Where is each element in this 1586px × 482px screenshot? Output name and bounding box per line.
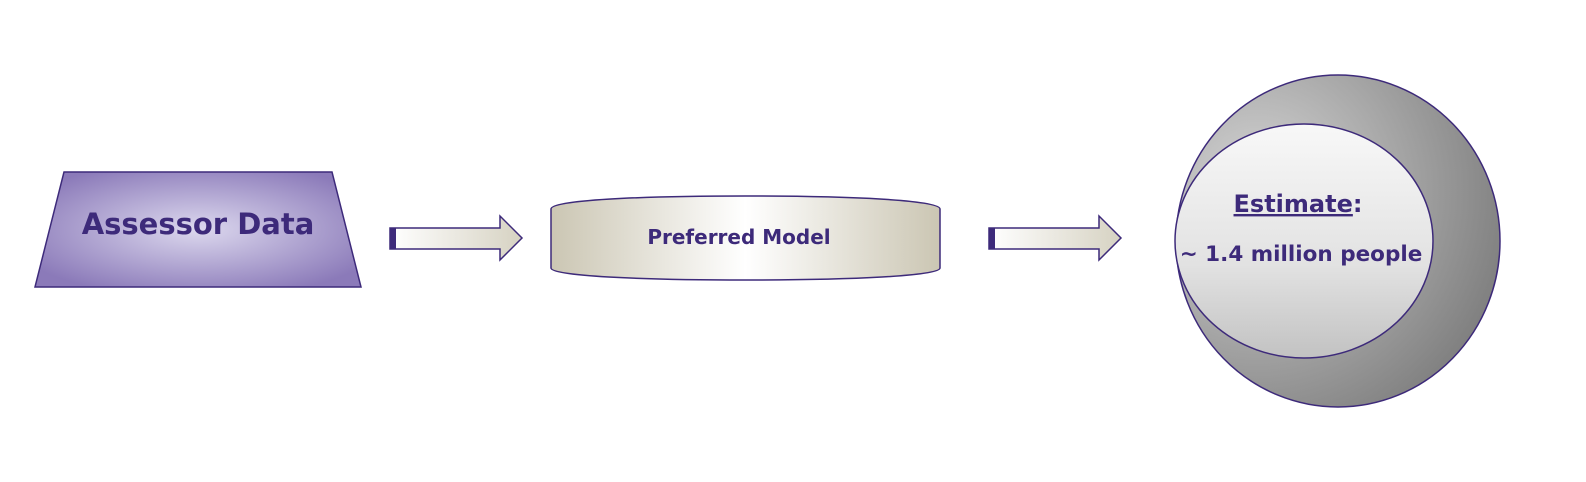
- model-node: Preferred Model: [550, 195, 941, 281]
- flow-arrow-2: [988, 214, 1123, 262]
- arrow-right-icon: [389, 214, 524, 262]
- arrow-right-icon: [988, 214, 1123, 262]
- estimate-heading-colon: :: [1353, 190, 1363, 218]
- estimate-heading-word: Estimate: [1234, 190, 1353, 218]
- arrow-tail-bar: [390, 228, 396, 249]
- estimate-heading: Estimate:: [1234, 190, 1363, 218]
- source-label: Assessor Data: [82, 207, 315, 241]
- flow-arrow-1: [389, 214, 524, 262]
- model-disc-shape: [550, 195, 941, 281]
- model-label: Preferred Model: [647, 225, 830, 249]
- source-node: Assessor Data: [34, 171, 362, 288]
- source-trapezoid-shape: [34, 171, 362, 288]
- estimate-node: Estimate: ~ 1.4 million people: [1174, 74, 1501, 408]
- estimate-value: ~ 1.4 million people: [1180, 242, 1423, 267]
- arrow-tail-bar: [989, 228, 995, 249]
- estimate-inner-circle: [1174, 123, 1434, 359]
